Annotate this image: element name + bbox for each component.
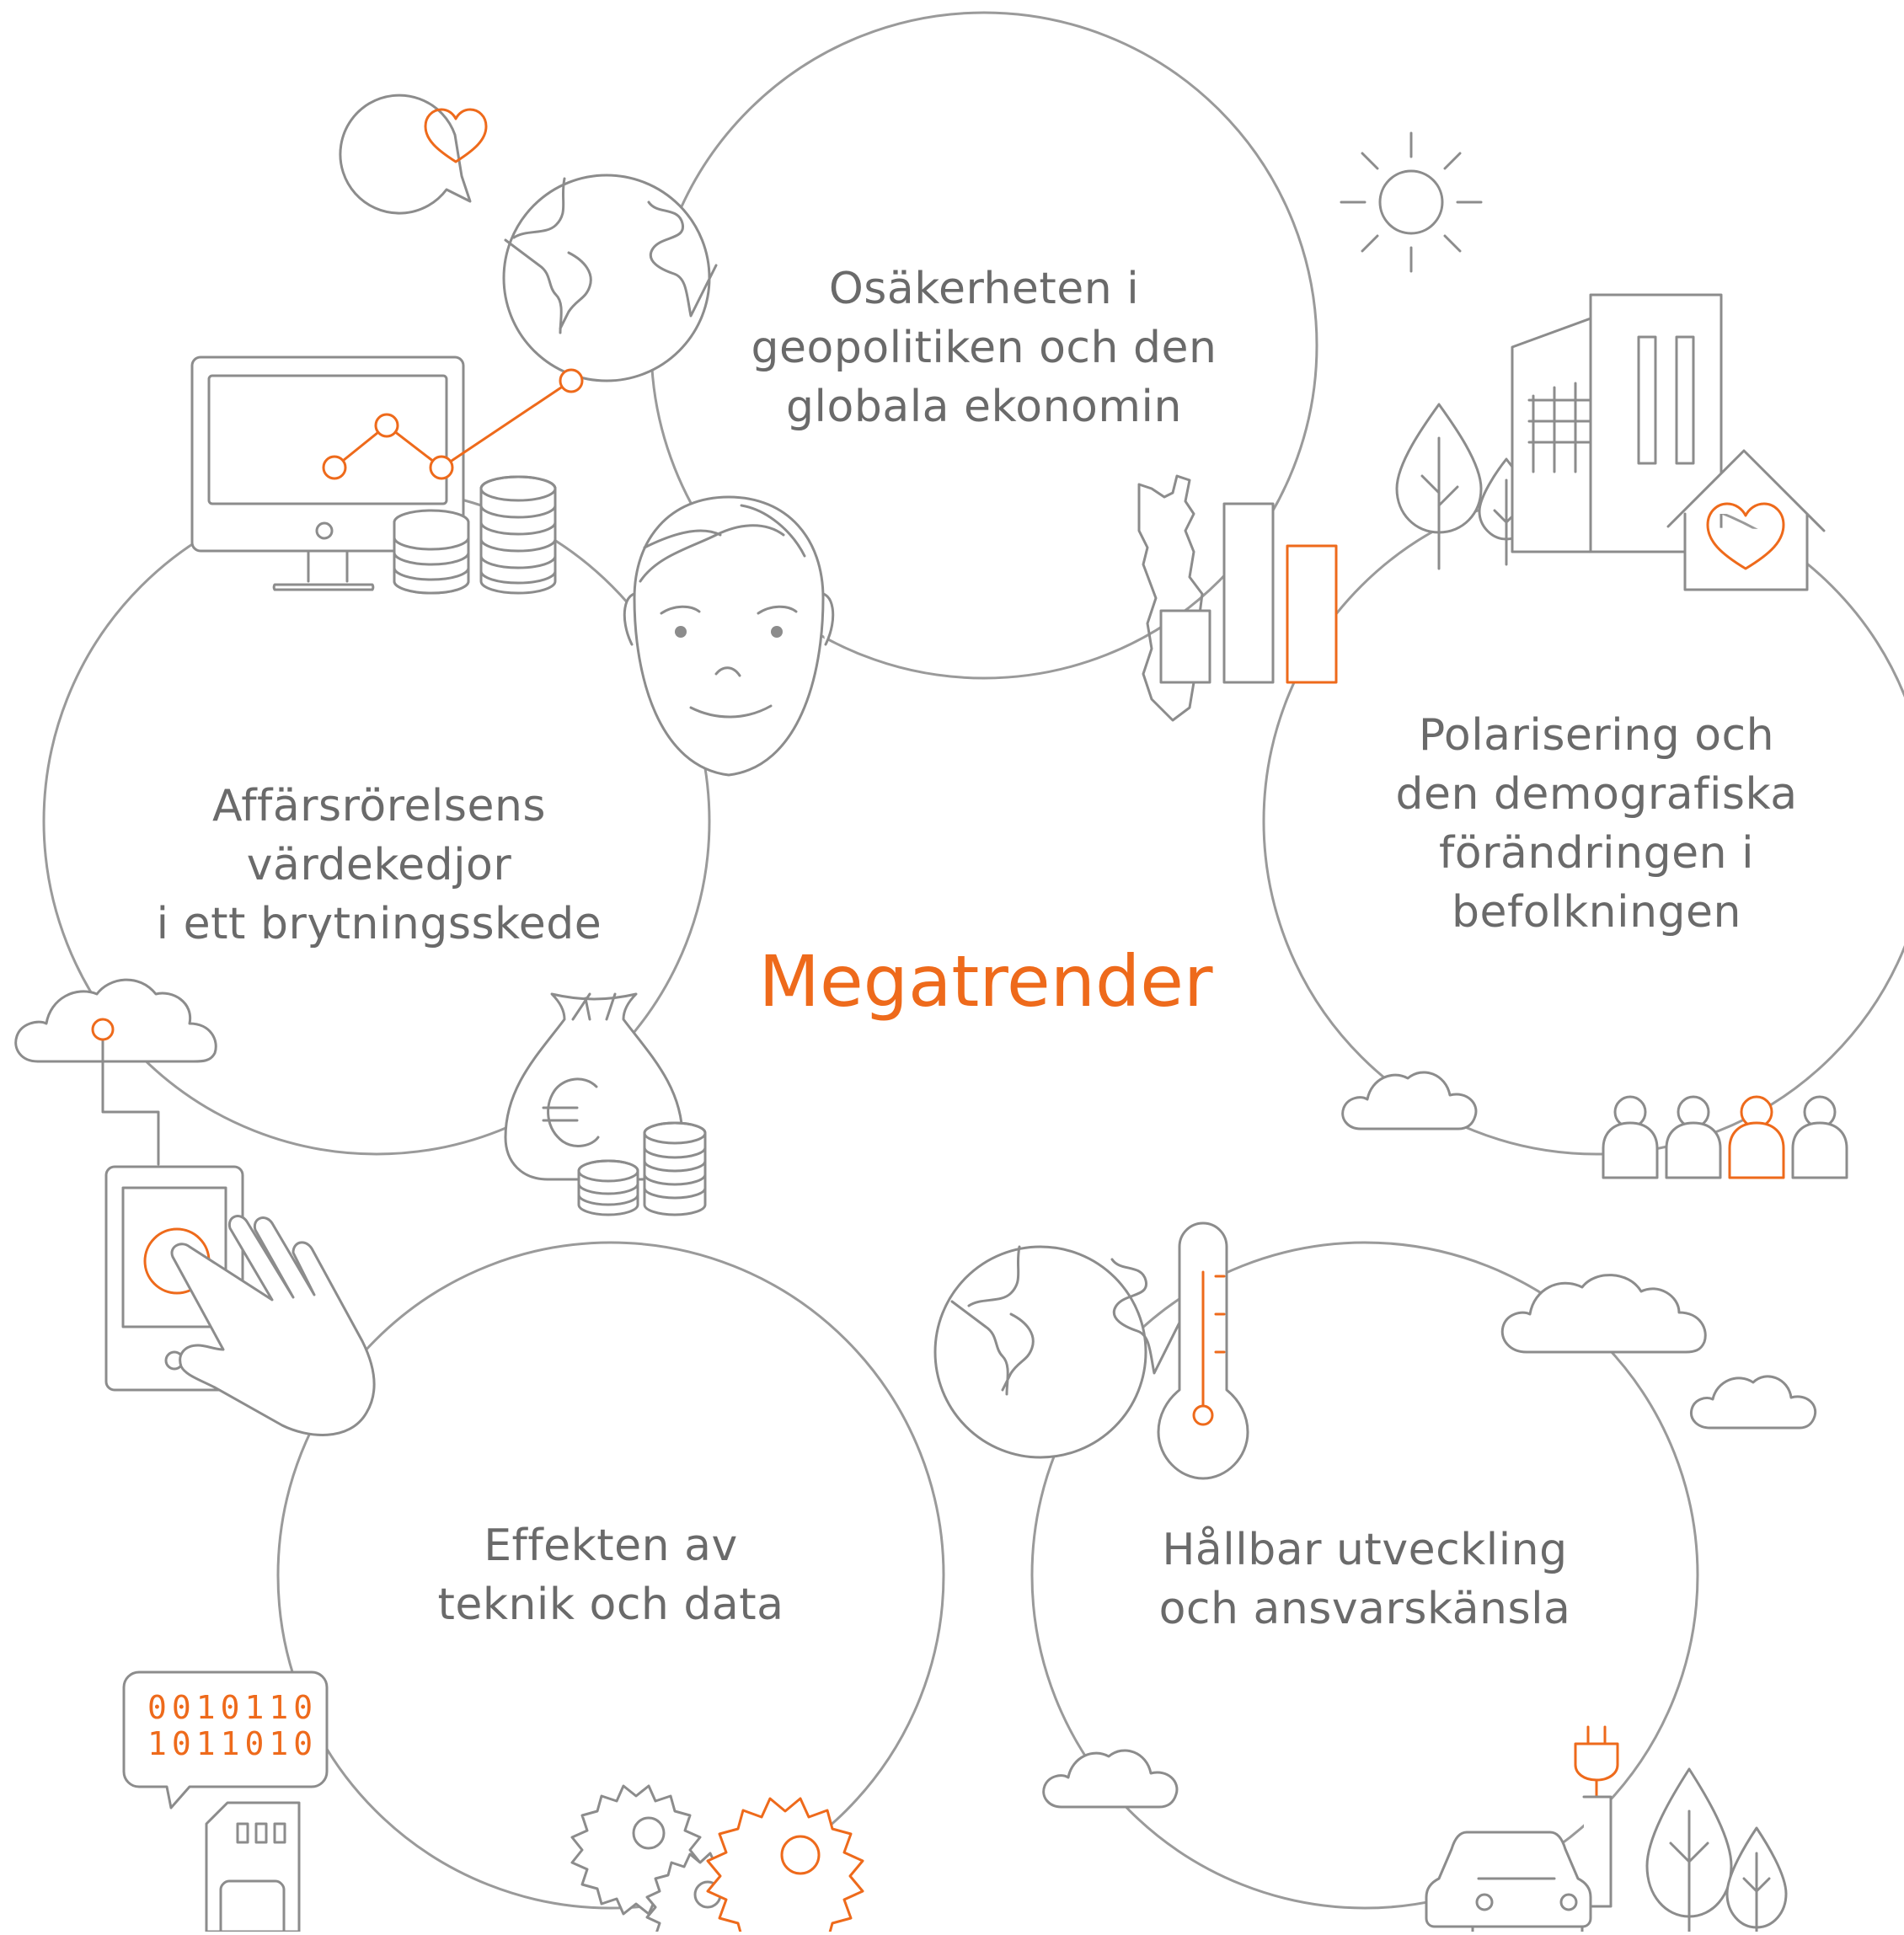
circle-sustainability: [1030, 1241, 1699, 1910]
coins-icon: [393, 475, 557, 595]
cloud-icon-2: [1500, 1274, 1707, 1354]
people-icon: [1602, 1095, 1848, 1179]
money-bag-icon: [504, 992, 707, 1216]
cloud-icon: [1341, 1071, 1478, 1131]
trees-icon: [1645, 1767, 1788, 1933]
globe-thermometer-icon: [933, 1221, 1249, 1480]
finland-bars-icon: [1137, 474, 1338, 722]
circle-technology: [276, 1241, 945, 1910]
globe-icon: [502, 174, 718, 382]
sun-icon: [1340, 131, 1483, 273]
cloud-network-icon: [14, 978, 217, 1166]
cloud-icon-3: [1689, 1375, 1817, 1430]
trend-label-technology: Effekten av teknik och data: [437, 1521, 784, 1630]
trend-label-sustainability: Hållbar utveckling och ansvarskänsla: [1158, 1525, 1571, 1634]
cloud-icon-4: [1042, 1749, 1179, 1809]
trend-label-value-chains: Affärsrörelsens värdekedjor i ett brytni…: [156, 781, 602, 949]
sim-card-icon: [205, 1801, 301, 1933]
tablet-touch-icon: [104, 1165, 376, 1436]
speech-heart-icon: [339, 94, 488, 215]
trend-label-polarisation: Polarisering och den demografiska föränd…: [1395, 710, 1798, 938]
binary-line-1: 0010110: [147, 1689, 318, 1726]
diagram-title: Megatrender: [758, 940, 1213, 1023]
binary-bubble-icon: 0010110 1011010: [122, 1670, 329, 1809]
monitor-chart-icon: [190, 355, 584, 591]
city-icon: [1395, 293, 1826, 591]
trend-label-geopolitics: Osäkerheten i geopolitiken och den globa…: [751, 264, 1217, 432]
face-icon: [623, 495, 835, 777]
electric-car-icon: [1425, 1725, 1619, 1933]
gears-icon: [570, 1784, 864, 1935]
binary-line-2: 1011010: [147, 1725, 318, 1762]
